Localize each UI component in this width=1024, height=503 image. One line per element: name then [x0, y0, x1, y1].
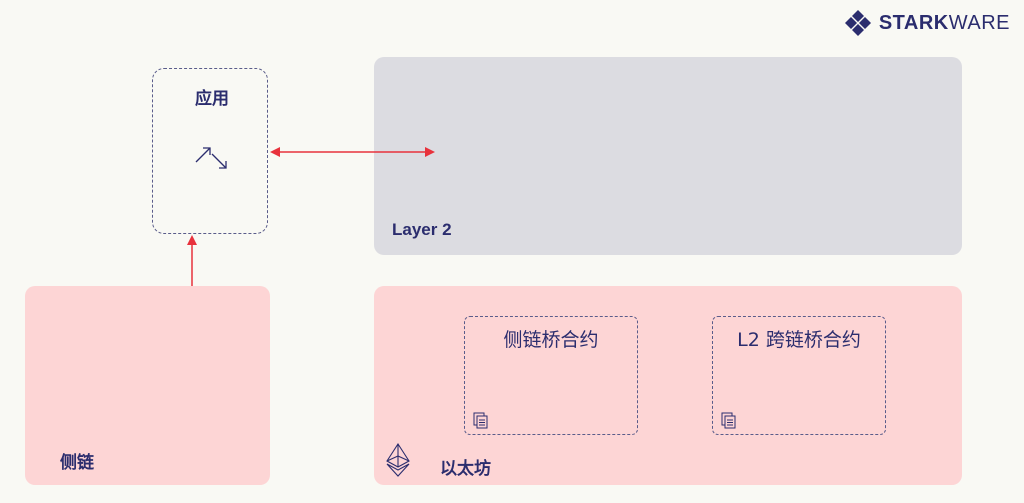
layer2-region	[374, 57, 962, 255]
sidechain-region	[25, 286, 270, 485]
arrowhead-left	[270, 147, 280, 157]
starkware-logo-text: STARKWARE	[878, 11, 1010, 34]
starkware-logo: STARKWARE	[843, 8, 1010, 38]
swap-icon	[195, 147, 227, 169]
starkware-logo-icon	[844, 10, 871, 36]
ethereum-icon	[386, 443, 410, 477]
layer2-label: Layer 2	[392, 220, 452, 239]
sidechain-bridge-contract	[464, 316, 638, 435]
l2-bridge-contract	[712, 316, 886, 435]
document-icon	[473, 412, 488, 429]
app-box	[152, 68, 268, 234]
ethereum-label: 以太坊	[440, 459, 491, 479]
ethereum-region	[374, 286, 962, 485]
arrowhead-up	[187, 235, 197, 245]
document-icon	[721, 412, 736, 429]
app-title: 应用	[195, 89, 229, 109]
arrowhead-right	[425, 147, 435, 157]
l2-bridge-contract-label: L2 跨链桥合约	[737, 329, 861, 351]
sidechain-bridge-contract-label: 侧链桥合约	[503, 329, 599, 351]
sidechain-label: 侧链	[60, 453, 94, 473]
